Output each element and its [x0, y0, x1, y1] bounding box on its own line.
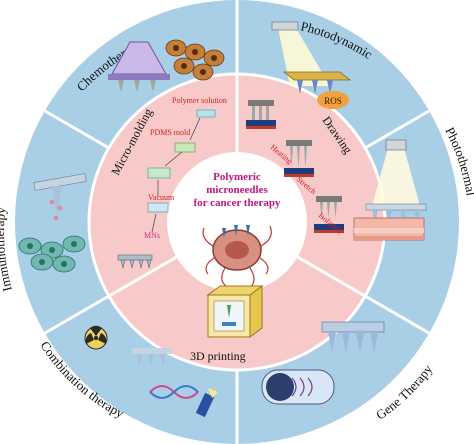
center-title-line3: for cancer therapy — [194, 197, 281, 209]
gene-therapy-illustration — [261, 321, 385, 405]
photothermal-illustration — [353, 139, 427, 241]
drawing-device-isolation — [314, 196, 344, 233]
step-polymer-solution: Polymer solution — [172, 96, 227, 105]
drawing-device-heating — [246, 100, 276, 129]
step-pdms-mold: PDMS mold — [150, 128, 190, 137]
micromolding-process: Polymer solution PDMS mold Vacuum MNs — [117, 96, 227, 269]
center-title-line1: Polymeric — [213, 171, 261, 183]
step-vacuum: Vacuum — [148, 193, 175, 202]
printer-3d-illustration — [206, 285, 264, 338]
label-immunotherapy: Immunotherapy — [0, 206, 15, 293]
center-disc — [167, 152, 307, 292]
step-mns: MNs — [144, 231, 160, 240]
chemo-illustration — [108, 39, 225, 92]
center-title-line2: microneedles — [206, 184, 268, 196]
label-3d-printing: 3D printing — [190, 349, 246, 363]
combination-illustration — [84, 325, 218, 418]
drawing-device-stretch — [284, 140, 314, 177]
immunotherapy-illustration — [18, 173, 87, 273]
ros-label: ROS — [324, 96, 342, 106]
tumor-illustration — [202, 225, 272, 289]
photodynamic-illustration: ROS — [271, 21, 352, 109]
